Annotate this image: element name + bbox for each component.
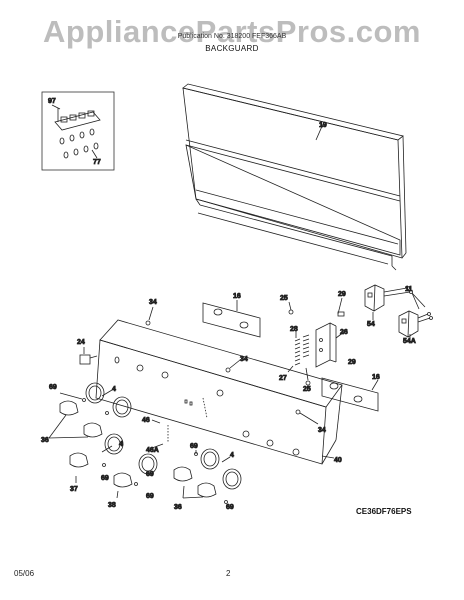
callout-36-a: 36 bbox=[41, 437, 49, 444]
screw-34-lower bbox=[295, 409, 319, 425]
callout-16-lower: 16 bbox=[372, 374, 380, 381]
figure-code: CE36DF76EPS bbox=[356, 507, 412, 516]
callout-69-f: 69 bbox=[226, 504, 234, 511]
callout-40: 40 bbox=[334, 457, 342, 464]
knob-group-upper-left bbox=[48, 382, 132, 439]
switch-24 bbox=[79, 347, 98, 365]
callout-27: 27 bbox=[279, 375, 287, 382]
terminal-block-54 bbox=[364, 284, 413, 320]
callout-19: 19 bbox=[319, 122, 327, 129]
callout-37: 37 bbox=[70, 486, 78, 493]
control-panel bbox=[95, 319, 343, 465]
site-watermark: AppliancePartsPros.com bbox=[43, 14, 421, 49]
callout-28: 28 bbox=[290, 326, 298, 333]
switch-cluster bbox=[287, 297, 345, 386]
publication-header: Publication No. 318200 FEF366AB bbox=[177, 33, 287, 40]
terminal-block-54a bbox=[398, 292, 433, 338]
callout-46: 46 bbox=[142, 417, 150, 424]
knob-group-lower-left bbox=[69, 433, 158, 499]
footer-date: 05/06 bbox=[14, 569, 35, 578]
indicator-46 bbox=[151, 419, 164, 449]
callout-46a: 46A bbox=[146, 447, 159, 454]
callout-4-a: 4 bbox=[112, 386, 116, 393]
callout-77: 77 bbox=[93, 159, 101, 166]
callout-29-lower: 29 bbox=[348, 359, 356, 366]
callout-69-b: 69 bbox=[101, 475, 109, 482]
callout-29-upper: 29 bbox=[338, 291, 346, 298]
callout-69-c: 69 bbox=[190, 443, 198, 450]
knob-group-right bbox=[173, 448, 242, 504]
inset-terminal-block bbox=[41, 91, 115, 171]
callout-34-lower: 34 bbox=[318, 427, 326, 434]
callout-34-middle: 34 bbox=[240, 356, 248, 363]
callout-36-b: 36 bbox=[174, 504, 182, 511]
screw-34-middle bbox=[225, 359, 241, 373]
callout-54: 54 bbox=[367, 321, 375, 328]
footer-page-number: 2 bbox=[226, 569, 231, 578]
callout-4-c: 4 bbox=[230, 452, 234, 459]
mounting-bracket-lower bbox=[321, 377, 379, 412]
mounting-bracket-top bbox=[202, 300, 261, 338]
backguard-panel bbox=[182, 83, 407, 271]
callout-69-a: 69 bbox=[49, 384, 57, 391]
callout-16-top: 16 bbox=[233, 293, 241, 300]
section-title: BACKGUARD bbox=[205, 44, 259, 53]
callout-25-upper: 25 bbox=[280, 295, 288, 302]
callout-97: 97 bbox=[48, 98, 56, 105]
screw-34-upper bbox=[145, 306, 154, 326]
callout-26: 26 bbox=[340, 329, 348, 336]
callout-34-upper: 34 bbox=[149, 299, 157, 306]
callout-69-e: 69 bbox=[146, 471, 154, 478]
callout-54a: 54A bbox=[403, 338, 416, 345]
callout-24: 24 bbox=[77, 339, 85, 346]
callout-4-b: 4 bbox=[119, 441, 123, 448]
callout-69-d: 69 bbox=[146, 493, 154, 500]
callout-11: 11 bbox=[405, 286, 413, 293]
callout-38: 38 bbox=[108, 502, 116, 509]
callout-25-lower: 25 bbox=[303, 386, 311, 393]
